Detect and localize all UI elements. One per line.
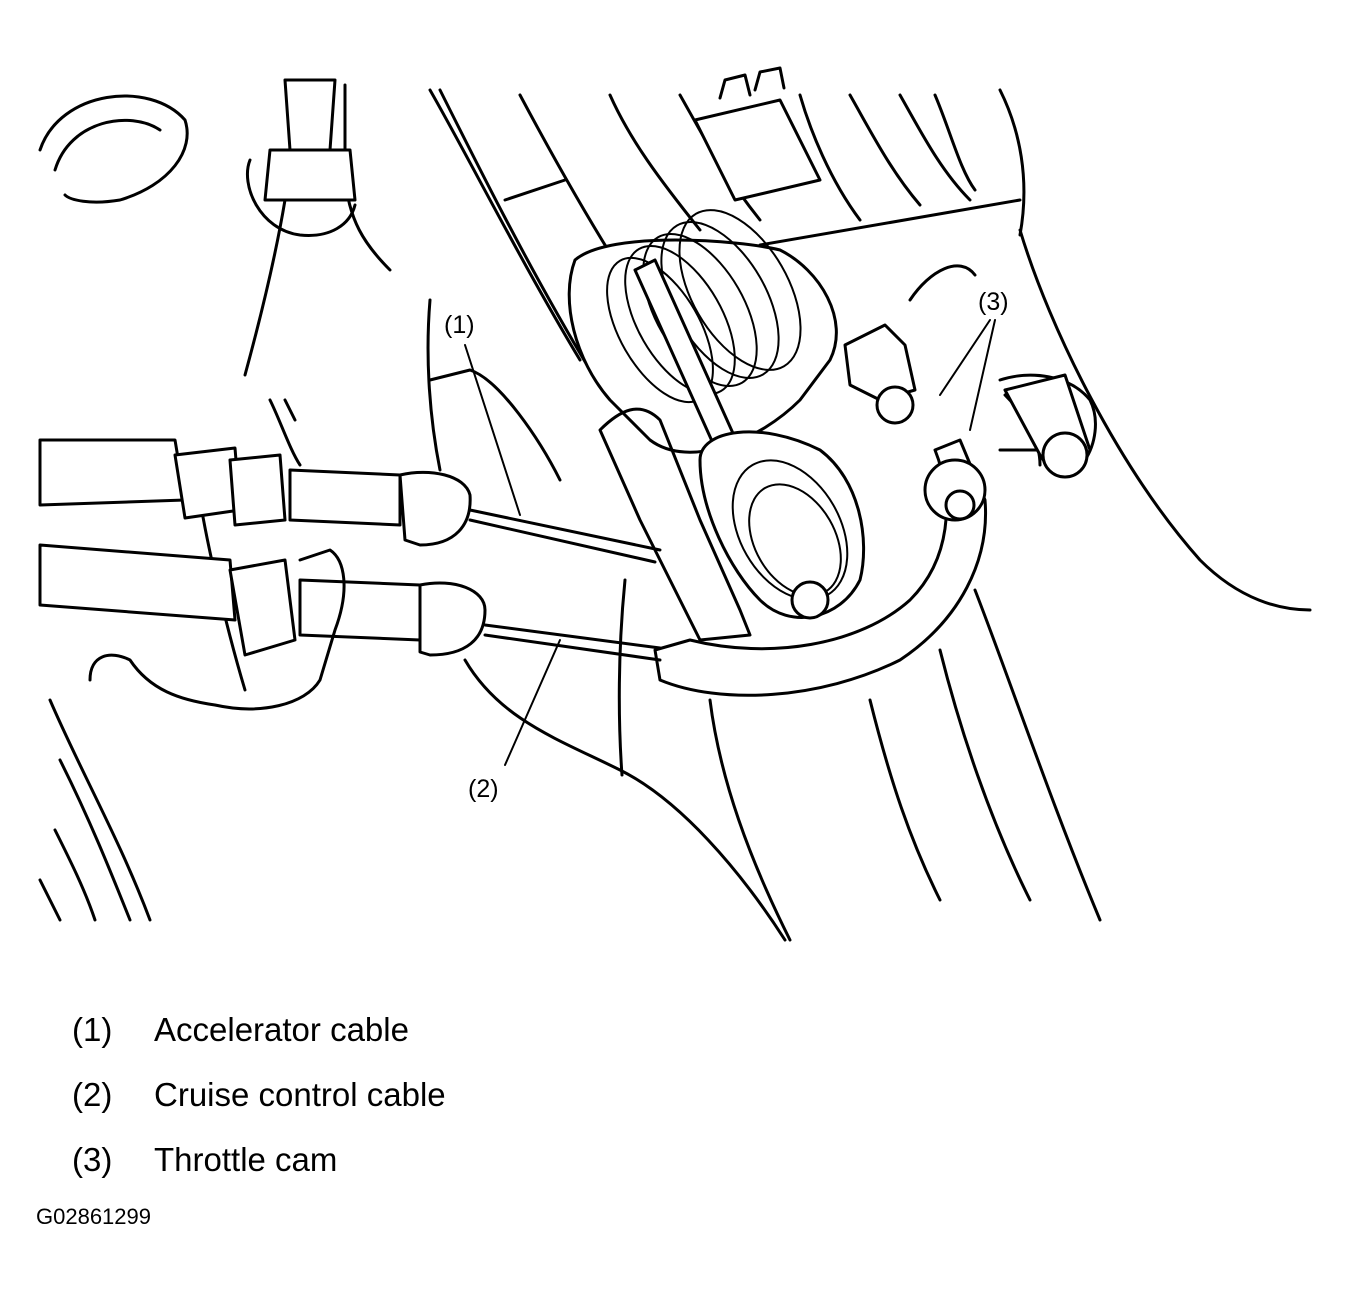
throttle-cam: [598, 323, 1092, 697]
legend-number: (1): [72, 1011, 113, 1048]
callout-3: (3): [978, 288, 1009, 316]
figure-id: G02861299: [36, 1204, 151, 1229]
leader-2: [504, 639, 561, 766]
fuel-line-fitting: [245, 78, 357, 237]
electrical-connector: [693, 66, 822, 202]
cable-housings: [38, 398, 662, 711]
throttle-linkage-illustration: (1) (2) (3): [38, 66, 1312, 942]
callout-2: (2): [468, 775, 499, 803]
legend-label: Cruise control cable: [154, 1076, 446, 1113]
legend-number: (2): [72, 1076, 113, 1113]
engine-background-lines: [38, 83, 1312, 942]
callout-1: (1): [444, 311, 475, 339]
callouts: (1) (2) (3): [444, 288, 1009, 803]
throttle-return-spring: [567, 209, 866, 620]
leader-3a: [939, 319, 991, 396]
legend-label: Accelerator cable: [154, 1011, 409, 1048]
leader-1: [464, 344, 521, 516]
legend-label: Throttle cam: [154, 1141, 338, 1178]
legend-number: (3): [72, 1141, 113, 1178]
leader-3b: [969, 319, 996, 431]
